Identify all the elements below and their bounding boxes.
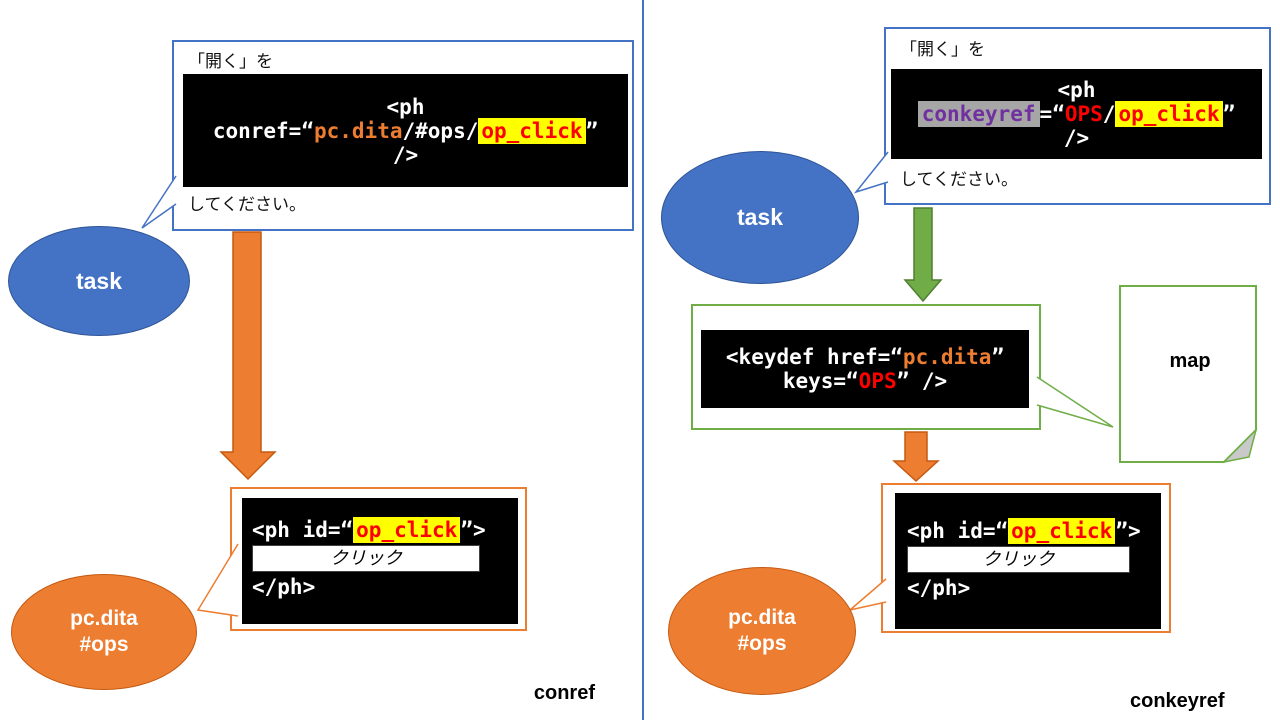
- code-file-ref: pc.dita: [902, 345, 992, 369]
- code-equals: =“: [1039, 102, 1065, 126]
- source-label-file: pc.dita: [728, 606, 796, 629]
- reused-content-box: クリック: [907, 546, 1130, 573]
- task-topic-ellipse: task: [661, 151, 859, 284]
- code-attr-highlight: conkeyref: [917, 101, 1040, 127]
- source-line-open: <ph id=“op_click”>: [252, 517, 518, 543]
- keydef-line1: <keydef href=“pc.dita”: [701, 345, 1029, 369]
- code-key-name: OPS: [858, 369, 897, 393]
- keydef-arrow-down: [903, 207, 943, 303]
- code-line-attr: conref=“pc.dita/#ops/op_click”: [183, 117, 628, 144]
- code-line-close: />: [1063, 126, 1090, 150]
- conref-caption: conref: [533, 682, 595, 704]
- keydef-line2: keys=“OPS” />: [701, 369, 1029, 393]
- conkeyref-outro-text: してください。: [900, 170, 1018, 189]
- code-keys-post: ” />: [896, 369, 948, 393]
- conref-source-callout-tail: [196, 543, 239, 617]
- task-label: task: [75, 267, 123, 294]
- source-label-id: #ops: [79, 633, 129, 656]
- conref-usage-callout: 「開く」を <ph conref=“pc.dita/#ops/op_click”…: [172, 40, 634, 231]
- conref-source-callout: <ph id=“op_click”> クリック </ph>: [230, 487, 527, 631]
- code-tag-pre: <keydef href=“: [725, 345, 903, 369]
- tail-fill: [198, 544, 238, 616]
- source-topic-ellipse: pc.dita #ops: [11, 574, 197, 690]
- conref-usage-callout-tail: [141, 175, 177, 229]
- map-label: map: [1169, 350, 1211, 372]
- code-file-ref: pc.dita: [313, 118, 403, 143]
- conkeyref-source-callout-tail: [849, 578, 887, 611]
- code-id-highlight: op_click: [1008, 518, 1116, 544]
- reused-content-box: クリック: [252, 545, 480, 572]
- arrow-shape: [219, 231, 277, 481]
- source-code-block: <ph id=“op_click”> クリック </ph>: [895, 493, 1161, 629]
- conkeyref-code-block: <ph conkeyref=“OPS/op_click” />: [891, 69, 1262, 159]
- conkeyref-usage-callout-tail: [853, 151, 889, 194]
- code-tag-pre: <ph id=“: [907, 519, 1009, 543]
- map-document-shape: [1119, 285, 1258, 464]
- code-line-open: <ph: [1057, 78, 1096, 102]
- conkeyref-caption: conkeyref: [1130, 690, 1225, 712]
- document-page: [1119, 285, 1257, 463]
- code-line-attr: conkeyref=“OPS/op_click”: [891, 101, 1262, 127]
- code-line-close: />: [392, 142, 419, 167]
- divider-line: [642, 0, 644, 720]
- tail-outline: [141, 175, 177, 229]
- source-line-open: <ph id=“op_click”>: [907, 518, 1161, 544]
- conkeyref-source-callout: <ph id=“op_click”> クリック </ph>: [881, 483, 1171, 633]
- code-close-quote: ”: [991, 345, 1005, 369]
- source-topic-ellipse: pc.dita #ops: [668, 567, 856, 695]
- code-tag-post: ”>: [460, 518, 486, 542]
- source-code-block: <ph id=“op_click”> クリック </ph>: [242, 498, 518, 624]
- code-attr-name: conref=“: [212, 118, 314, 143]
- code-tag-post: ”>: [1115, 519, 1141, 543]
- task-topic-ellipse: task: [8, 226, 190, 336]
- conkeyref-usage-callout: 「開く」を <ph conkeyref=“OPS/op_click” /> して…: [884, 27, 1271, 205]
- keydef-callout-tail: [1036, 376, 1114, 428]
- code-line-open: <ph: [386, 94, 425, 119]
- arrow-shape: [903, 207, 943, 303]
- code-id-highlight: op_click: [478, 117, 586, 144]
- tail-outline: [1036, 376, 1114, 428]
- code-keys-pre: keys=“: [782, 369, 859, 393]
- code-id-highlight: op_click: [353, 517, 461, 543]
- code-close-quote: ”: [1222, 102, 1236, 126]
- keydef-callout: <keydef href=“pc.dita” keys=“OPS” />: [691, 304, 1041, 430]
- document-fold-corner: [1221, 427, 1258, 464]
- code-close-quote: ”: [585, 118, 599, 143]
- keydef-code-block: <keydef href=“pc.dita” keys=“OPS” />: [701, 330, 1029, 408]
- code-tag-pre: <ph id=“: [252, 518, 354, 542]
- conref-arrow-down: [219, 231, 277, 481]
- code-path: /#ops/: [402, 118, 479, 143]
- source-line-close: </ph>: [252, 575, 316, 599]
- conkeyref-arrow-down: [892, 431, 940, 483]
- conref-outro-text: してください。: [188, 195, 306, 214]
- code-key-ref: OPS: [1064, 102, 1103, 126]
- source-label-id: #ops: [737, 632, 787, 655]
- tail-outline: [196, 543, 239, 617]
- task-label: task: [736, 204, 784, 230]
- source-label-file: pc.dita: [70, 607, 138, 630]
- arrow-shape: [892, 431, 940, 483]
- code-id-highlight: op_click: [1115, 101, 1223, 127]
- code-slash: /: [1102, 102, 1116, 126]
- conref-intro-text: 「開く」を: [188, 52, 273, 71]
- conkeyref-intro-text: 「開く」を: [900, 40, 985, 59]
- source-line-close: </ph>: [907, 576, 971, 600]
- conref-code-block: <ph conref=“pc.dita/#ops/op_click” />: [183, 74, 628, 187]
- tail-outline: [853, 151, 889, 194]
